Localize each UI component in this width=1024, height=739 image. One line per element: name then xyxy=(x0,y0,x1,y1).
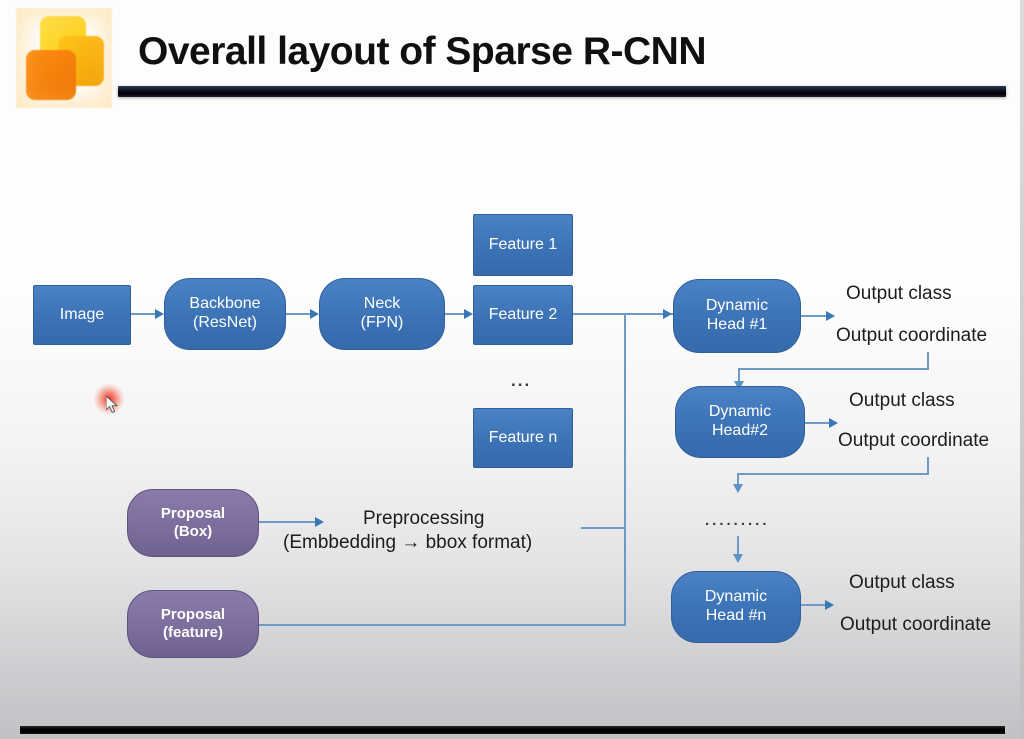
right-edge-strip xyxy=(1020,0,1024,739)
node-proposal-feature-line2: (feature) xyxy=(162,624,223,641)
connector-feedback1-vertical-right xyxy=(927,352,929,370)
node-dynamic-head-n: Dynamic Head #n xyxy=(671,571,801,643)
connector-feedback2-horizontal xyxy=(737,473,929,475)
connector-trunk-vertical xyxy=(624,313,626,625)
node-feature-2-label: Feature 2 xyxy=(488,305,558,323)
head-stack-ellipsis: ......... xyxy=(705,512,770,529)
label-output-coordinate-1: Output coordinate xyxy=(836,325,988,346)
node-proposal-box-line1: Proposal xyxy=(160,505,226,523)
node-proposal-box-line2: (Box) xyxy=(173,523,213,540)
arrowhead-backbone-to-neck xyxy=(310,309,319,319)
connector-preprocessing-to-trunk xyxy=(581,527,625,529)
label-output-coordinate-n: Output coordinate xyxy=(840,614,992,635)
node-feature-1-label: Feature 1 xyxy=(488,235,558,253)
node-backbone: Backbone (ResNet) xyxy=(164,278,286,350)
node-dynamic-head-1: Dynamic Head #1 xyxy=(673,279,801,353)
mouse-pointer-icon xyxy=(106,396,119,413)
arrowhead-head2-to-outputs xyxy=(829,418,838,428)
label-preprocessing-line1: Preprocessing xyxy=(363,508,485,529)
node-neck: Neck (FPN) xyxy=(319,278,445,350)
arrowhead-head1-to-outputs xyxy=(826,311,835,321)
arrowhead-headn-to-outputs xyxy=(825,600,834,610)
node-feature-n: Feature n xyxy=(473,408,573,468)
node-neck-line2: (FPN) xyxy=(360,314,404,331)
connector-head2-to-outputs xyxy=(805,422,832,424)
node-feature-n-label: Feature n xyxy=(488,428,558,446)
connector-proposalfeature-to-trunk xyxy=(259,624,626,626)
node-feature-1: Feature 1 xyxy=(473,214,573,276)
node-dynamic-head-2: Dynamic Head#2 xyxy=(675,386,805,458)
label-output-class-1: Output class xyxy=(846,283,952,304)
node-image-label: Image xyxy=(59,305,105,323)
connector-feedback1-vertical-left xyxy=(738,368,740,384)
bottom-black-bar xyxy=(20,726,1005,734)
node-backbone-line2: (ResNet) xyxy=(192,314,257,331)
connector-feedback2-vertical-right xyxy=(927,457,929,475)
connector-headn-to-outputs xyxy=(801,604,828,606)
node-dynamic-head-1-line2: Head #1 xyxy=(706,316,768,333)
arrowhead-feedback1-to-head2 xyxy=(734,381,744,390)
label-output-class-n: Output class xyxy=(849,572,955,593)
label-preprocessing-line2: (Embbedding → bbox format) xyxy=(283,532,533,553)
connector-feedback1-horizontal xyxy=(738,368,929,370)
node-dynamic-head-n-line2: Head #n xyxy=(705,607,767,624)
connector-image-to-backbone xyxy=(131,313,156,315)
connector-feedback2-vertical-left xyxy=(737,473,739,487)
arrowhead-trunk-to-head1 xyxy=(663,309,672,319)
feature-stack-ellipsis: ... xyxy=(511,371,532,390)
arrowhead-proposalbox-to-preprocessing xyxy=(315,517,324,527)
connector-proposalbox-to-preprocessing xyxy=(259,521,317,523)
connector-feature2-to-trunk xyxy=(573,313,673,315)
node-proposal-feature: Proposal (feature) xyxy=(127,590,259,658)
node-dynamic-head-2-line1: Dynamic xyxy=(708,403,772,421)
title-underline-rule xyxy=(118,86,1006,97)
arrowhead-ellipsis-to-headn xyxy=(733,554,743,563)
connector-backbone-to-neck xyxy=(286,313,311,315)
node-backbone-line1: Backbone xyxy=(189,295,261,313)
connector-head1-to-outputs xyxy=(801,315,829,317)
arrowhead-image-to-backbone xyxy=(155,309,164,319)
arrowhead-feedback2-to-ellipsis xyxy=(733,484,743,493)
three-stacked-squares-logo-icon xyxy=(16,8,112,108)
node-proposal-box: Proposal (Box) xyxy=(127,489,259,557)
node-dynamic-head-n-line1: Dynamic xyxy=(704,588,768,606)
arrowhead-neck-to-feature2 xyxy=(464,309,473,319)
node-dynamic-head-1-line1: Dynamic xyxy=(705,297,769,315)
connector-ellipsis-to-headn xyxy=(737,536,739,558)
node-proposal-feature-line1: Proposal xyxy=(160,606,226,624)
node-feature-2: Feature 2 xyxy=(473,285,573,345)
logo-square-orange xyxy=(26,50,76,100)
label-output-coordinate-2: Output coordinate xyxy=(838,430,990,451)
page-title: Overall layout of Sparse R-CNN xyxy=(138,30,706,73)
connector-neck-to-feature2 xyxy=(445,313,471,315)
logo-glow xyxy=(16,8,112,108)
node-dynamic-head-2-line2: Head#2 xyxy=(711,422,769,439)
node-neck-line1: Neck xyxy=(363,295,401,313)
label-output-class-2: Output class xyxy=(849,390,955,411)
node-image: Image xyxy=(33,285,131,345)
